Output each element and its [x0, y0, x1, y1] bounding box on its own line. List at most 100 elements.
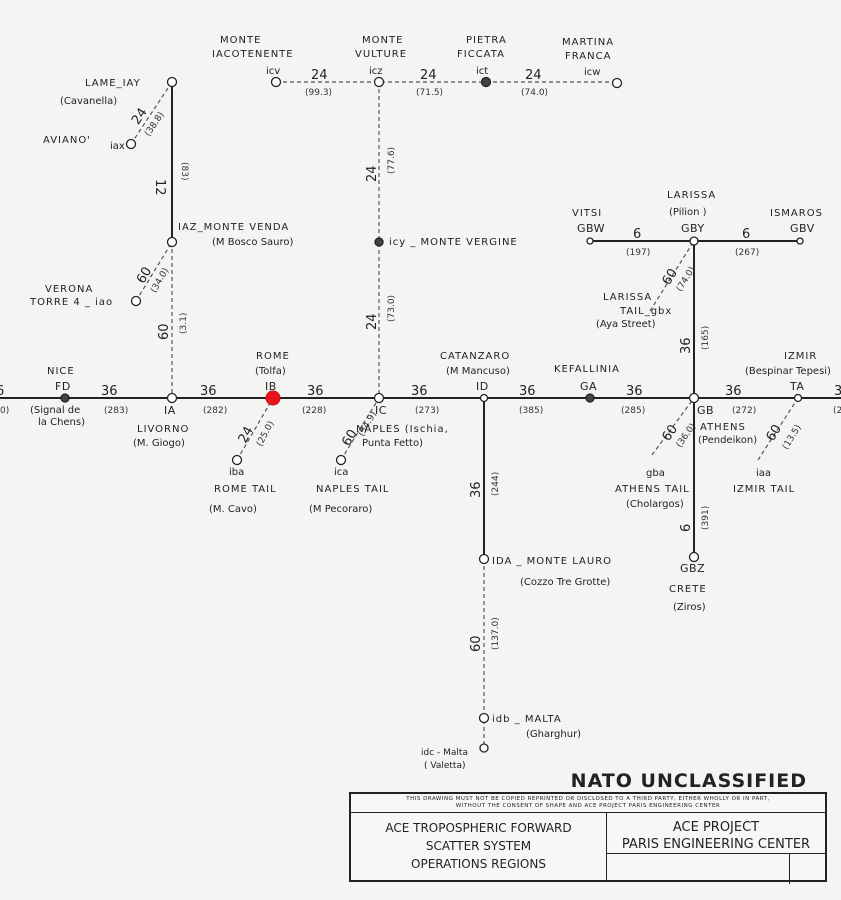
link-distance: (71.5) — [416, 88, 443, 98]
link-gb-gba — [651, 397, 695, 456]
classification-marking: NATO UNCLASSIFIED — [570, 770, 807, 792]
station-gbw-node — [586, 237, 594, 245]
copy-notice-line-2: WITHOUT THE CONSENT OF SHAPE AND ACE PRO… — [455, 803, 721, 809]
edge-right-dist: (2 — [833, 406, 841, 416]
label-ida: IDA _ MONTE LAURO — [492, 556, 612, 567]
label-athens-tail: ATHENS TAIL — [615, 484, 690, 495]
label-larissa-tail-2: TAIL_gbx — [619, 306, 672, 317]
label-gba: gba — [646, 468, 665, 479]
link-channels: 60 — [134, 265, 155, 287]
label-rome-sub: (Tolfa) — [255, 366, 286, 377]
link-channels: 6 — [742, 227, 750, 242]
station-ga-node — [585, 393, 595, 403]
label-idc-sub: ( Valetta) — [424, 761, 465, 771]
link-channels: 6 — [633, 227, 641, 242]
label-ismaros: ISMAROS — [770, 208, 823, 219]
link-channels: 12 — [152, 179, 167, 196]
drawing-number-cells — [607, 853, 825, 884]
edge-right-num: 3 — [834, 384, 841, 399]
link-distance: (283) — [104, 406, 128, 416]
label-iaz: IAZ_MONTE VENDA — [178, 222, 289, 233]
label-idc: idc - Malta — [421, 748, 468, 758]
link-distance: (228) — [302, 406, 326, 416]
link-distance: (77.6) — [387, 147, 397, 174]
link-distance: (83) — [179, 162, 189, 180]
link-annotations: 6 0) 3 (2 36 (283) 36 (282) 36 (228) 36 … — [0, 68, 841, 652]
label-pietra-2: FICCATA — [457, 49, 505, 60]
link-distance: (99.3) — [305, 88, 332, 98]
label-naples-sub: Punta Fetto) — [362, 438, 423, 449]
link-channels: 24 — [365, 313, 380, 330]
label-ia: IA — [164, 404, 176, 417]
label-kefallinia: KEFALLINIA — [554, 364, 620, 375]
label-catanzaro: CATANZARO — [440, 351, 510, 362]
label-iax: iax — [110, 141, 125, 152]
label-cozzo: (Cozzo Tre Grotte) — [520, 577, 610, 588]
title-block-frame: THIS DRAWING MUST NOT BE COPIED REPRINTE… — [349, 792, 827, 884]
edge-left-num: 6 — [0, 384, 4, 399]
link-distance: (285) — [621, 406, 645, 416]
link-distance: (244) — [491, 472, 501, 496]
link-distance: (385) — [519, 406, 543, 416]
label-vitsi: VITSI — [572, 208, 602, 219]
drawing-title-line-2: SCATTER SYSTEM — [425, 839, 532, 853]
link-channels: 6 — [679, 524, 694, 532]
station-aviano-node — [125, 138, 137, 150]
link-distance: (137.0) — [491, 617, 501, 650]
label-larissa: LARISSA — [667, 190, 716, 201]
label-martina-2: FRANCA — [565, 51, 611, 62]
station-verona-node — [130, 295, 142, 307]
label-icy: icy _ MONTE VERGINE — [389, 237, 518, 248]
label-icw: icw — [584, 67, 600, 78]
link-distance: (197) — [626, 248, 650, 258]
link-channels: 36 — [307, 384, 324, 399]
station-ia-node — [166, 392, 178, 404]
station-ta-node — [793, 393, 803, 403]
station-ict-node — [480, 76, 492, 88]
label-izmir-tail: IZMIR TAIL — [733, 484, 795, 495]
link-channels: 36 — [519, 384, 536, 399]
station-ida-node — [478, 553, 490, 565]
label-ict: ict — [476, 66, 488, 77]
station-gbv-node — [796, 237, 804, 245]
station-icw-node — [611, 77, 623, 89]
station-iaz-node — [166, 236, 178, 248]
label-rome-tail: ROME TAIL — [214, 484, 277, 495]
label-ica: ica — [334, 467, 348, 478]
link-channels: 24 — [525, 68, 542, 83]
label-gby: GBY — [681, 222, 705, 235]
station-gb-node — [688, 392, 700, 404]
title-block: NATO UNCLASSIFIED THIS DRAWING MUST NOT … — [349, 770, 827, 884]
link-channels: 60 — [339, 427, 360, 449]
link-verona-iaz — [135, 241, 173, 302]
station-idb-node — [478, 712, 490, 724]
label-catanzaro-sub: (M Mancuso) — [446, 366, 510, 377]
link-channels: 36 — [200, 384, 217, 399]
label-nice-sub2: la Chens) — [38, 417, 85, 428]
link-channels: 60 — [660, 266, 681, 288]
label-iba: iba — [229, 467, 244, 478]
issuer-block: ACE PROJECT PARIS ENGINEERING CENTER — [607, 812, 825, 884]
label-ga: GA — [580, 380, 597, 393]
station-fd-node — [60, 393, 70, 403]
label-crete-sub: (Ziros) — [673, 602, 706, 613]
label-izmir-sub: (Bespinar Tepesi) — [745, 366, 831, 377]
link-distance: (165) — [701, 326, 711, 350]
link-distance: (3.1) — [179, 313, 189, 334]
label-crete: CRETE — [669, 584, 707, 595]
link-distance: (273) — [415, 406, 439, 416]
label-iaa: iaa — [756, 468, 771, 479]
link-distance: (282) — [203, 406, 227, 416]
link-channels: 36 — [101, 384, 118, 399]
station-icv-node — [270, 76, 282, 88]
link-channels: 36 — [469, 481, 484, 498]
link-ta-iaa — [757, 397, 799, 461]
label-lame: LAME_IAY — [85, 78, 141, 89]
drawing-title-line-3: OPERATIONS REGIONS — [411, 857, 546, 871]
link-ic-ica — [340, 397, 380, 461]
label-gbw: GBW — [577, 222, 605, 235]
label-icv: icv — [266, 66, 280, 77]
label-naples: NAPLES (Ischia, — [356, 424, 449, 435]
